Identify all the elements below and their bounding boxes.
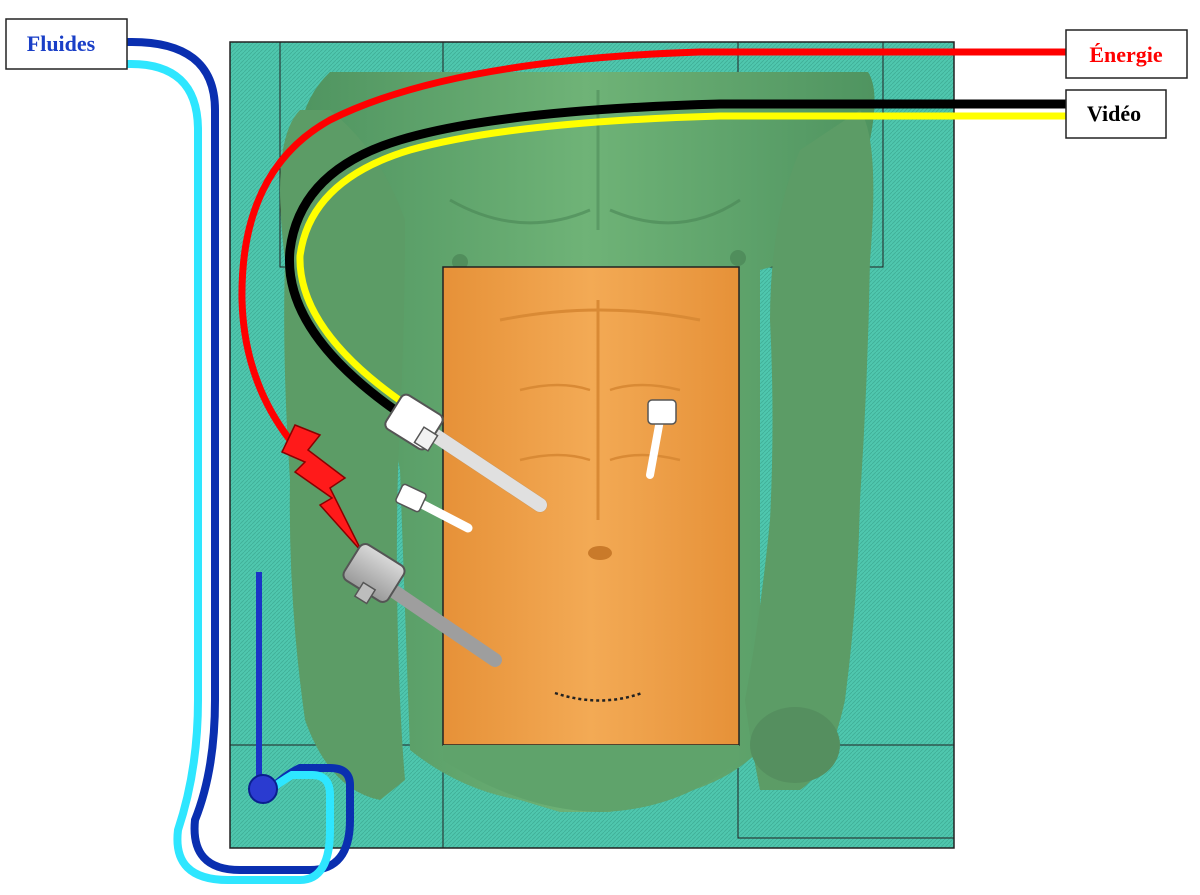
incision-line (554, 691, 643, 702)
lightning-bolt-icon (280, 424, 363, 553)
video-label-text: Vidéo (1087, 101, 1141, 126)
fluids-label-text: Fluides (27, 31, 96, 56)
fluids-label: Fluides (5, 18, 128, 70)
abdomen-operative-area (442, 266, 740, 812)
trocar-icon (342, 543, 502, 667)
suction-probe-icon (248, 572, 278, 804)
energy-label-text: Énergie (1089, 42, 1163, 67)
energy-cable (238, 48, 1066, 443)
navel (588, 546, 612, 560)
trocar-icon (395, 483, 473, 533)
trocar-icon (646, 399, 677, 479)
trocar-icon (384, 393, 548, 513)
fluids-tubing (126, 37, 354, 884)
energy-label: Énergie (1065, 29, 1188, 79)
video-cable (284, 99, 1066, 414)
video-label: Vidéo (1065, 89, 1167, 139)
